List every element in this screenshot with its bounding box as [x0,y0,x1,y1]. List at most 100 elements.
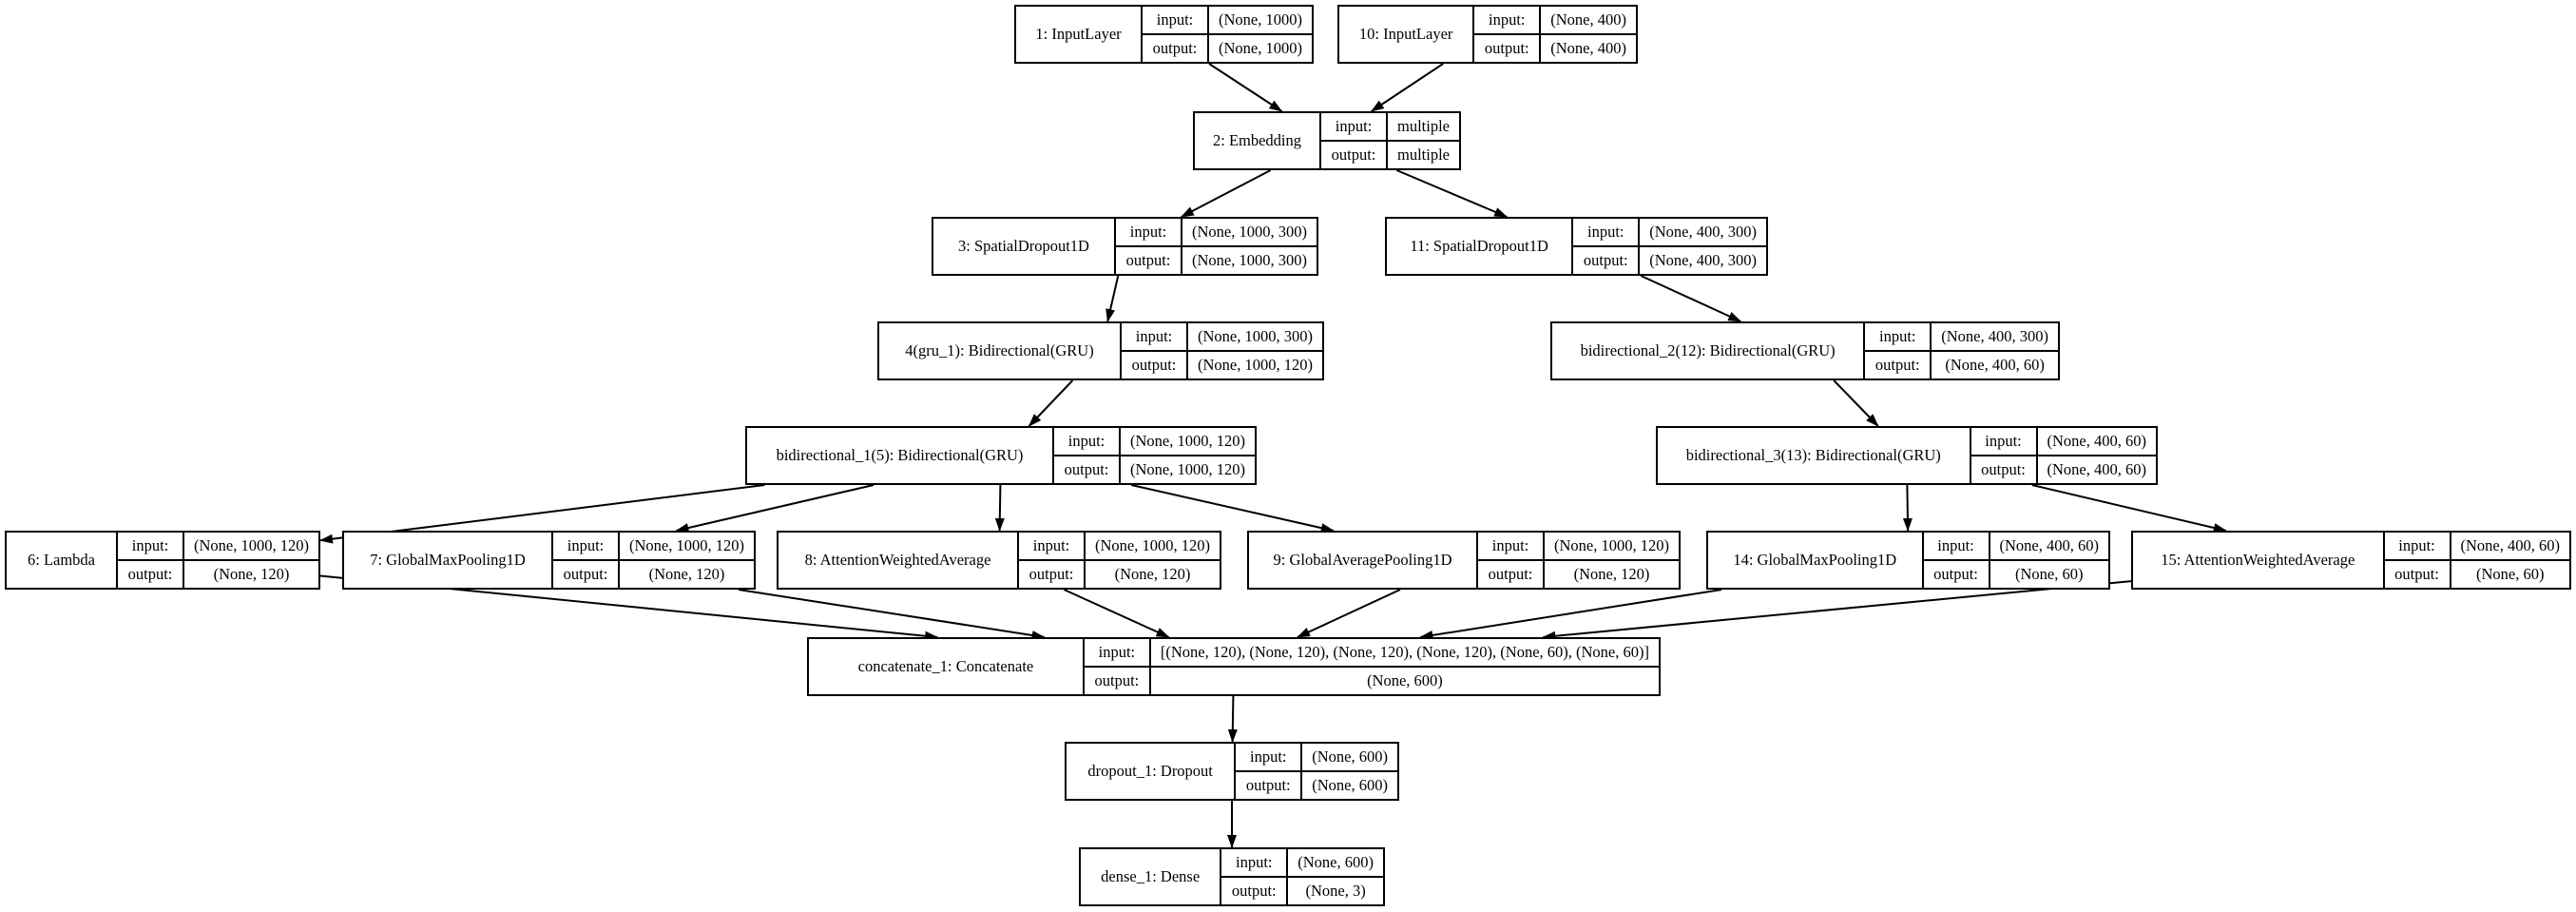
io-output-shape: (None, 3) [1305,882,1366,900]
node-15-attention-weighted-average: 15: AttentionWeightedAverage input:(None… [2131,531,2571,590]
io-input-label: input: [1054,428,1122,455]
io-output-shape: (None, 120) [1573,565,1650,583]
node-14-global-max-pooling1d: 14: GlobalMaxPooling1D input:(None, 400,… [1706,531,2110,590]
edge-n10-to-n2 [1370,63,1444,112]
io-output-label: output: [1321,142,1388,168]
node-13-bidirectional-3-gru: bidirectional_3(13): Bidirectional(GRU) … [1656,426,2158,485]
layer-name: 2: Embedding [1195,113,1321,168]
io-input-label: input: [1122,323,1189,350]
io-input-shape: [(None, 120), (None, 120), (None, 120), … [1160,643,1649,661]
io-input-label: input: [1236,744,1303,770]
io-output-label: output: [1924,561,1990,588]
io-input-shape: (None, 1000, 120) [194,536,309,554]
io-output-shape: (None, 1000, 120) [1130,460,1245,478]
node-3-spatial-dropout1d: 3: SpatialDropout1D input: (None, 1000, 3… [932,217,1318,276]
layer-name: 3: SpatialDropout1D [933,219,1117,274]
edge-n13-to-n14 [1902,484,1913,532]
io-input-shape: (None, 1000) [1219,10,1302,29]
io-output-label: output: [1116,247,1183,274]
node-dense-1: dense_1: Dense input:(None, 600) output:… [1079,847,1385,906]
io-output-shape: (None, 120) [213,565,290,583]
node-1-input-layer: 1: InputLayer input:(None, 1000) output:… [1014,5,1314,64]
edge-n2-to-n11 [1395,169,1509,218]
node-8-attention-weighted-average: 8: AttentionWeightedAverage input:(None,… [777,531,1221,590]
io-output-label: output: [1019,561,1086,588]
io-input-shape: (None, 1000, 120) [1130,432,1245,450]
node-6-lambda: 6: Lambda input: (None, 1000, 120) output… [5,531,320,590]
io-output-label: output: [553,561,621,588]
layer-name: 7: GlobalMaxPooling1D [344,533,554,588]
io-input-label: input: [1116,219,1183,245]
node-concatenate-1: concatenate_1: Concatenate input: [(None,… [807,637,1661,696]
io-input-shape: (None, 400, 60) [2460,536,2560,554]
io-input-shape: (None, 1000, 120) [1554,536,1669,554]
edge-n3-to-n4 [1105,275,1120,322]
layer-name: bidirectional_3(13): Bidirectional(GRU) [1658,428,1971,483]
io-input-shape: (None, 400, 60) [1999,536,2099,554]
io-input-shape: multiple [1397,117,1450,135]
io-input-shape: (None, 1000, 120) [1095,536,1210,554]
io-input-label: input: [553,533,621,559]
node-4-gru1-bidirectional-gru: 4(gru_1): Bidirectional(GRU) input:(None… [877,321,1324,380]
layer-name: concatenate_1: Concatenate [809,639,1085,694]
layer-name: 6: Lambda [7,533,119,588]
edge-n13-to-n15 [2031,484,2227,533]
layer-name: 1: InputLayer [1016,7,1144,62]
io-output-shape: (None, 600) [1367,671,1443,689]
node-7-global-max-pooling1d: 7: GlobalMaxPooling1D input: (None, 1000,… [342,531,756,590]
io-output-shape: (None, 400, 60) [1945,356,2045,374]
layer-name: 15: AttentionWeightedAverage [2133,533,2385,588]
layer-name: 9: GlobalAveragePooling1D [1249,533,1479,588]
edge-n5-to-n7 [675,484,875,533]
edge-n4-to-n5 [1028,379,1074,427]
node-dropout-1: dropout_1: Dropout input:(None, 600) out… [1065,742,1399,801]
io-input-label: input: [1924,533,1990,559]
node-11-spatial-dropout1d: 11: SpatialDropout1D input:(None, 400, 3… [1385,217,1768,276]
io-input-shape: (None, 400, 60) [2047,432,2146,450]
io-output-shape: (None, 400) [1550,39,1626,57]
edge-n12-to-n13 [1833,379,1879,427]
io-output-shape: (None, 60) [2015,565,2084,583]
io-input-shape: (None, 400, 300) [1941,327,2048,345]
io-input-shape: (None, 400) [1550,10,1626,29]
layer-name: 10: InputLayer [1339,7,1475,62]
node-2-embedding: 2: Embedding input:multiple output:multi… [1193,111,1461,170]
node-10-input-layer: 10: InputLayer input: (None, 400) output:… [1337,5,1638,64]
edge-n14-to-nC [1419,589,1722,640]
edge-nC-to-nD [1227,695,1238,743]
edge-n5-to-n9 [1130,484,1335,534]
io-input-label: input: [1474,7,1542,33]
node-9-global-average-pooling1d: 9: GlobalAveragePooling1D input:(None, 1… [1247,531,1681,590]
io-input-label: input: [1321,113,1388,140]
io-output-shape: (None, 400, 300) [1649,251,1757,269]
io-input-label: input: [1865,323,1932,350]
io-input-label: input: [1221,849,1289,876]
edge-n8-to-nC [1063,589,1170,638]
edge-n9-to-nC [1297,589,1401,638]
edge-n5-to-n8 [994,484,1005,532]
layer-name: dense_1: Dense [1081,849,1222,904]
io-output-shape: (None, 400, 60) [2047,460,2146,478]
io-input-shape: (None, 1000, 120) [629,536,744,554]
layer-name: 4(gru_1): Bidirectional(GRU) [879,323,1123,378]
io-input-label: input: [118,533,185,559]
io-input-label: input: [1971,428,2038,455]
edge-n11-to-n12 [1640,275,1742,322]
io-input-label: input: [1085,639,1151,666]
io-output-label: output: [118,561,185,588]
io-output-label: output: [1143,35,1210,62]
layer-name: 8: AttentionWeightedAverage [779,533,1020,588]
edge-n15-to-nC [1542,580,2132,641]
io-output-label: output: [1474,35,1542,62]
io-input-shape: (None, 600) [1312,747,1388,766]
io-output-shape: (None, 1000, 300) [1192,251,1307,269]
io-output-label: output: [1054,456,1122,483]
io-input-label: input: [1573,219,1641,245]
io-output-label: output: [1122,352,1189,378]
io-output-label: output: [1971,456,2038,483]
io-output-label: output: [1221,878,1289,904]
edge-n1-to-n2 [1208,63,1283,112]
layer-name: dropout_1: Dropout [1067,744,1237,799]
